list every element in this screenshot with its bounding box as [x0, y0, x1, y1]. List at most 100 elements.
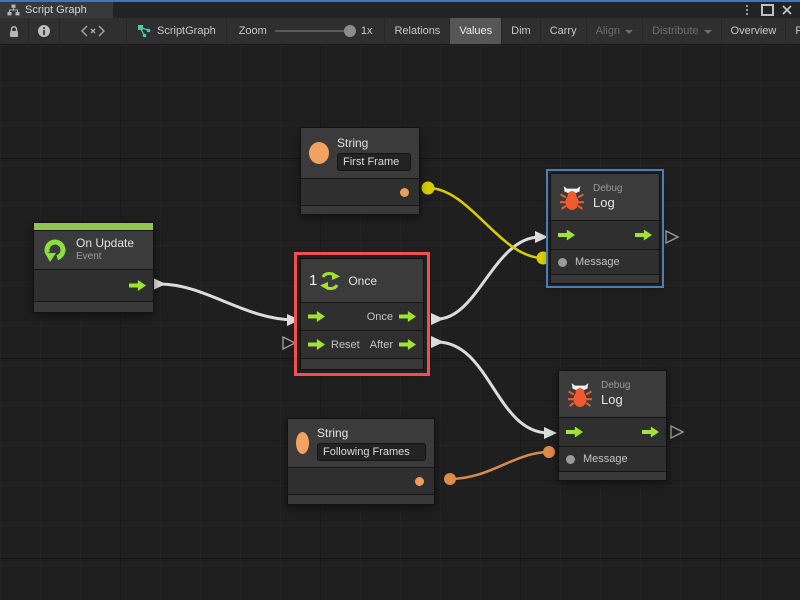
dim-button[interactable]: Dim: [502, 18, 541, 44]
wire-endpoint-dot: [421, 181, 435, 195]
lock-button[interactable]: [0, 18, 29, 44]
node-footer: [301, 206, 419, 214]
menu-icon[interactable]: [740, 3, 754, 17]
flow-input-port[interactable]: [566, 426, 583, 438]
flow-input-port[interactable]: [308, 311, 325, 322]
flow-input-port[interactable]: [558, 229, 575, 241]
wire-endpoint-dot: [543, 446, 555, 458]
zoom-slider-handle[interactable]: [343, 25, 356, 37]
wire-once-to-debugtop[interactable]: [436, 235, 541, 321]
port-label: Once: [366, 310, 393, 323]
zoom-slider[interactable]: [274, 25, 356, 37]
wire-endpoint-dot: [536, 251, 550, 265]
node-footer: [301, 359, 423, 369]
relations-button[interactable]: Relations: [385, 18, 451, 44]
node-title: String: [337, 135, 369, 150]
wire-end-arrow-icon: [287, 314, 300, 326]
node-overtitle: Debug: [593, 182, 623, 194]
graph-icon: [138, 25, 151, 38]
wire-stringtop-to-message[interactable]: [427, 186, 544, 260]
node-debug-log-bottom[interactable]: Debug Log Message: [558, 370, 667, 481]
wire-stringbottom-to-message[interactable]: [449, 450, 550, 481]
graph-toolbar: ScriptGraph Zoom 1x Relations Values Dim…: [0, 18, 800, 45]
overview-button[interactable]: Overview: [722, 18, 787, 44]
wire-after-to-debugbottom[interactable]: [436, 340, 550, 435]
string-icon: [296, 432, 309, 454]
bug-icon: [560, 185, 584, 210]
tab-bar: Script Graph: [0, 0, 800, 18]
wire-onupdate-to-once[interactable]: [159, 282, 296, 322]
event-accent-bar: [34, 223, 153, 230]
node-footer: [559, 472, 666, 480]
message-input-port[interactable]: [566, 454, 575, 464]
wire-end-arrow-icon: [544, 427, 557, 439]
node-overtitle: Debug: [601, 379, 631, 391]
flow-output-port[interactable]: [642, 426, 659, 438]
lock-icon: [10, 25, 18, 37]
code-icon: [81, 25, 105, 37]
info-button[interactable]: [29, 18, 60, 44]
full-screen-button[interactable]: Full Screen: [786, 18, 800, 44]
window-controls: [740, 2, 800, 18]
hierarchy-icon: [7, 4, 20, 16]
flow-output-port-after[interactable]: [399, 339, 416, 350]
wire-start-arrow-icon: [431, 336, 444, 348]
once-cycle-icon: [320, 271, 341, 290]
wire-endpoint-dot: [444, 473, 456, 485]
graph-canvas[interactable]: On Update Event String: [0, 45, 800, 600]
port-label: After: [369, 338, 393, 351]
zoom-control: Zoom 1x: [227, 18, 386, 44]
value-output-port[interactable]: [400, 187, 409, 197]
tab-title: Script Graph: [25, 4, 87, 16]
graph-name-label: ScriptGraph: [127, 18, 227, 44]
zoom-label: Zoom: [238, 25, 267, 37]
node-string-first-frame[interactable]: String: [300, 127, 420, 215]
unconnected-port-arrow-icon[interactable]: [282, 335, 297, 351]
chevron-down-icon: [625, 29, 634, 34]
string-value-input[interactable]: [337, 152, 411, 171]
node-once[interactable]: 1 Once Once: [300, 258, 424, 370]
flow-output-port[interactable]: [635, 229, 652, 241]
tab-script-graph[interactable]: Script Graph: [0, 2, 113, 18]
string-value-input[interactable]: [317, 442, 426, 461]
node-footer: [551, 275, 659, 283]
flow-output-port[interactable]: [129, 280, 146, 291]
distribute-button[interactable]: Distribute: [643, 18, 722, 44]
node-string-following-frames[interactable]: String: [287, 418, 435, 505]
close-icon[interactable]: [780, 3, 794, 17]
edit-source-button[interactable]: [60, 18, 127, 44]
flow-output-port-once[interactable]: [399, 311, 416, 322]
maximize-icon[interactable]: [760, 3, 774, 17]
node-title: On Update: [76, 236, 135, 251]
value-output-port[interactable]: [415, 476, 424, 486]
update-loop-icon: [44, 239, 66, 262]
wire-start-arrow-icon: [431, 313, 444, 325]
chevron-down-icon: [703, 29, 712, 34]
zoom-value: 1x: [360, 25, 373, 37]
port-label: Reset: [331, 338, 360, 351]
port-label: Message: [583, 453, 628, 465]
message-input-port[interactable]: [558, 257, 567, 267]
unconnected-port-arrow-icon[interactable]: [670, 424, 685, 440]
values-button[interactable]: Values: [450, 18, 503, 44]
carry-button[interactable]: Carry: [541, 18, 587, 44]
port-label: Message: [575, 256, 620, 268]
node-footer: [34, 302, 153, 312]
wire-start-arrow-icon: [153, 278, 166, 290]
bug-icon: [568, 382, 592, 407]
node-subtitle: Event: [76, 251, 102, 263]
flow-input-port-reset[interactable]: [308, 339, 325, 350]
node-debug-log-top[interactable]: Debug Log Message: [550, 173, 660, 284]
node-title: Log: [601, 392, 623, 408]
unconnected-port-arrow-icon[interactable]: [665, 229, 680, 245]
wire-end-arrow-icon: [535, 231, 548, 243]
node-on-update[interactable]: On Update Event: [33, 222, 154, 313]
align-button[interactable]: Align: [587, 18, 644, 44]
node-title: String: [317, 425, 349, 440]
node-title: Log: [593, 195, 615, 211]
info-icon: [38, 25, 50, 37]
node-title: Once: [348, 273, 378, 288]
node-footer: [288, 495, 434, 504]
once-counter: 1: [309, 272, 318, 289]
